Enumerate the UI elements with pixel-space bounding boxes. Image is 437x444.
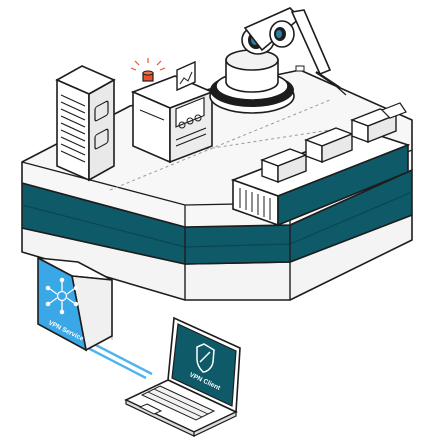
warning-beacon-icon [131, 58, 165, 81]
control-machine [131, 58, 212, 162]
server-rack [57, 66, 114, 180]
